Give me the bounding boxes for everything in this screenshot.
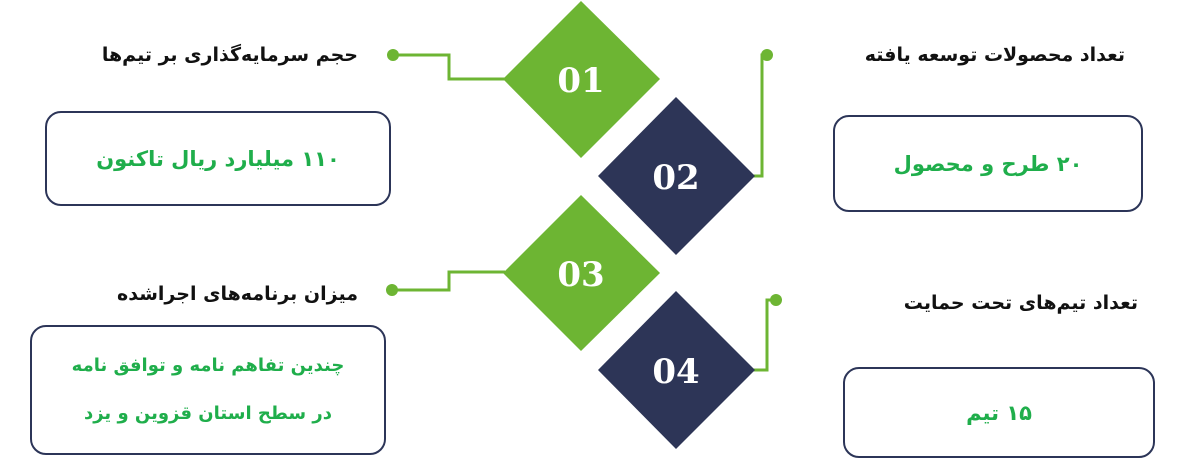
- value-box-01: ۱۱۰ میلیارد ریال تاکنون: [45, 111, 391, 206]
- connector-dot-01: [387, 49, 399, 61]
- value-box-02: ۲۰ طرح و محصول: [833, 115, 1143, 212]
- connector-dot-04: [770, 294, 782, 306]
- connector-dot-02: [761, 49, 773, 61]
- item-title-01: حجم سرمایه‌گذاری بر تیم‌ها: [101, 44, 358, 66]
- number-04: 04: [652, 352, 699, 392]
- number-02: 02: [652, 158, 699, 198]
- value-text-line-2: در سطح استان قزوین و یزد: [84, 403, 332, 424]
- diamond-02: [598, 97, 755, 255]
- value-box-03: چندین تفاهم نامه و توافق نامه در سطح است…: [30, 325, 386, 455]
- item-title-03: میزان برنامه‌های اجراشده: [117, 283, 358, 305]
- value-text: ۱۱۰ میلیارد ریال تاکنون: [96, 146, 340, 171]
- item-title-04: تعداد تیم‌های تحت حمایت: [903, 292, 1138, 314]
- number-01: 01: [557, 61, 604, 101]
- value-text-line-1: چندین تفاهم نامه و توافق نامه: [71, 355, 345, 376]
- diamond-04: [598, 291, 755, 449]
- number-03: 03: [557, 255, 604, 295]
- item-title-02: تعداد محصولات توسعه یافته: [864, 44, 1125, 66]
- value-box-04: ۱۵ تیم: [843, 367, 1155, 458]
- diamond-01: [503, 1, 660, 158]
- connector-01: [393, 53, 505, 81]
- connector-dot-03: [386, 284, 398, 296]
- value-text: ۱۵ تیم: [966, 400, 1032, 425]
- value-text: ۲۰ طرح و محصول: [893, 151, 1083, 176]
- diamond-03: [503, 195, 660, 351]
- connector-02: [753, 53, 767, 178]
- connector-04: [753, 298, 776, 372]
- connector-03: [392, 270, 505, 292]
